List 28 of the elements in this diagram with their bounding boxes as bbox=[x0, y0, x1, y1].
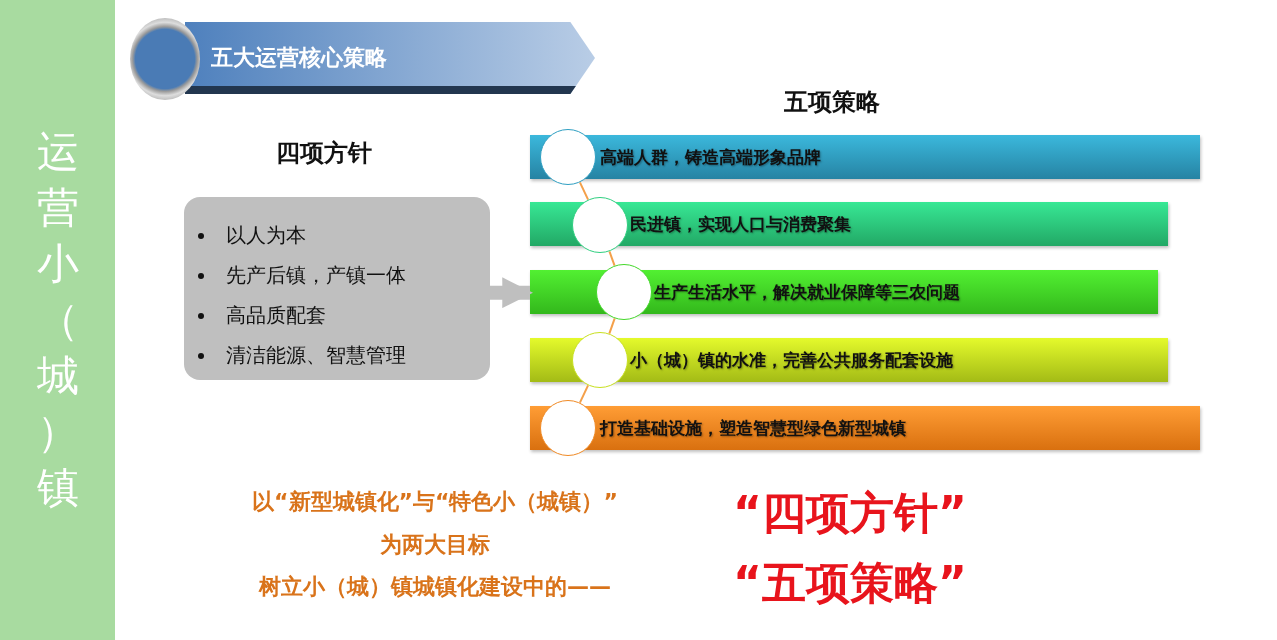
slogan-text: “四项方针” bbox=[733, 486, 967, 540]
vertical-title: 运营小（城）镇 bbox=[35, 126, 80, 514]
heading: 五项策略 bbox=[784, 87, 880, 118]
connector-line bbox=[608, 250, 616, 267]
slogan-text: 为两大目标 bbox=[380, 531, 490, 559]
slogan-text: 树立小（城）镇城镇化建设中的—— bbox=[259, 573, 611, 601]
strategy-bar: 生产生活水平，解决就业保障等三农问题 bbox=[530, 270, 1158, 314]
bullet-item: 先产后镇，产镇一体 bbox=[226, 262, 406, 289]
side-band bbox=[0, 0, 115, 640]
bullet-item: 以人为本 bbox=[226, 222, 306, 249]
strategy-bar: 民进镇，实现人口与消费聚集 bbox=[530, 202, 1168, 246]
circle bbox=[572, 197, 628, 253]
bullet-item: 高品质配套 bbox=[226, 302, 326, 329]
circle bbox=[572, 332, 628, 388]
connector-line bbox=[578, 384, 590, 404]
header-banner: 五大运营核心策略 bbox=[185, 22, 595, 94]
connector-line bbox=[608, 317, 616, 335]
connector-line bbox=[578, 181, 590, 201]
circle bbox=[540, 129, 596, 185]
slogan-text: “五项策略” bbox=[733, 556, 967, 610]
circle bbox=[596, 264, 652, 320]
strategy-bar: 小（城）镇的水准，完善公共服务配套设施 bbox=[530, 338, 1168, 382]
strategy-bar: 高端人群，铸造高端形象品牌 bbox=[530, 135, 1200, 179]
heading: 四项方针 bbox=[276, 138, 372, 169]
strategy-bar: 打造基础设施，塑造智慧型绿色新型城镇 bbox=[530, 406, 1200, 450]
arrow bbox=[490, 277, 534, 309]
bullet-item: 清洁能源、智慧管理 bbox=[226, 342, 406, 369]
slogan-text: 以“新型城镇化”与“特色小（城镇）” bbox=[252, 488, 618, 516]
